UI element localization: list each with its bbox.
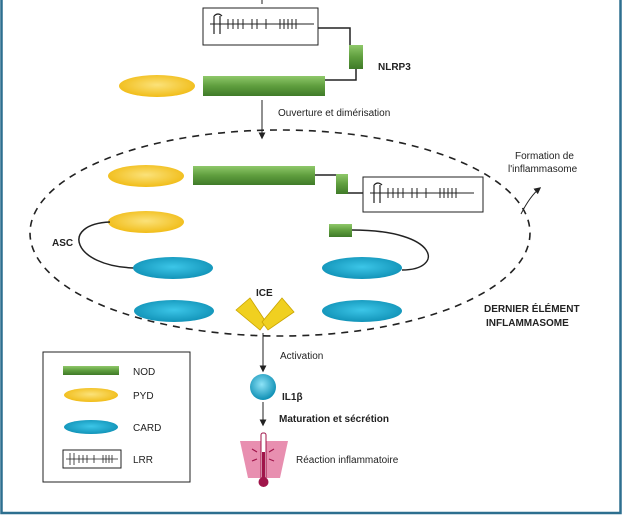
card-domain-bottom-left [134, 300, 214, 322]
pyd-domain [108, 165, 184, 187]
formation-arrow [520, 187, 542, 215]
last-element-label-2: INFLAMMASOME [486, 318, 569, 329]
legend-pyd-swatch [64, 388, 118, 402]
nod-segment [329, 224, 352, 237]
last-element-label-1: DERNIER ÉLÉMENT [484, 302, 580, 315]
legend: NOD PYD CARD LRR [42, 351, 191, 483]
card-domain [322, 257, 402, 279]
ice-label: ICE [256, 288, 273, 299]
nod-card-right [322, 224, 429, 279]
nlrp3-closed [119, 7, 363, 97]
opening-label: Ouverture et dimérisation [278, 108, 390, 119]
formation-label-2: l'inflammasome [508, 164, 578, 175]
pyd-domain [108, 211, 184, 233]
formation-label-1: Formation de [515, 151, 574, 162]
lrr-box [202, 7, 319, 46]
pyd-domain [119, 75, 195, 97]
il1b-molecule [250, 374, 276, 400]
thermometer-icon [240, 432, 288, 487]
nlrp3-label: NLRP3 [378, 62, 411, 73]
card-domain [133, 257, 213, 279]
reaction-label: Réaction inflammatoire [296, 455, 399, 466]
maturation-label: Maturation et sécrétion [279, 414, 389, 425]
nod-segment [336, 174, 348, 194]
legend-card-label: CARD [133, 423, 161, 434]
legend-card-swatch [64, 420, 118, 434]
nod-bar [203, 76, 325, 96]
asc-label: ASC [52, 238, 73, 249]
nod-bar [193, 166, 315, 185]
lrr-box [362, 176, 484, 213]
legend-nod-swatch [63, 366, 119, 375]
ice-enzyme [235, 297, 295, 331]
nlrp3-open [108, 165, 484, 213]
il1b-label: IL1β [282, 392, 303, 403]
nod-segment [349, 45, 363, 69]
inflammasome-boundary [29, 129, 531, 337]
legend-nod-label: NOD [133, 367, 155, 378]
legend-lrr-label: LRR [133, 455, 153, 466]
activation-label: Activation [280, 351, 323, 362]
asc-left [78, 211, 213, 279]
card-domain-bottom-right [322, 300, 402, 322]
legend-pyd-label: PYD [133, 391, 154, 402]
legend-lrr-swatch [62, 449, 122, 469]
